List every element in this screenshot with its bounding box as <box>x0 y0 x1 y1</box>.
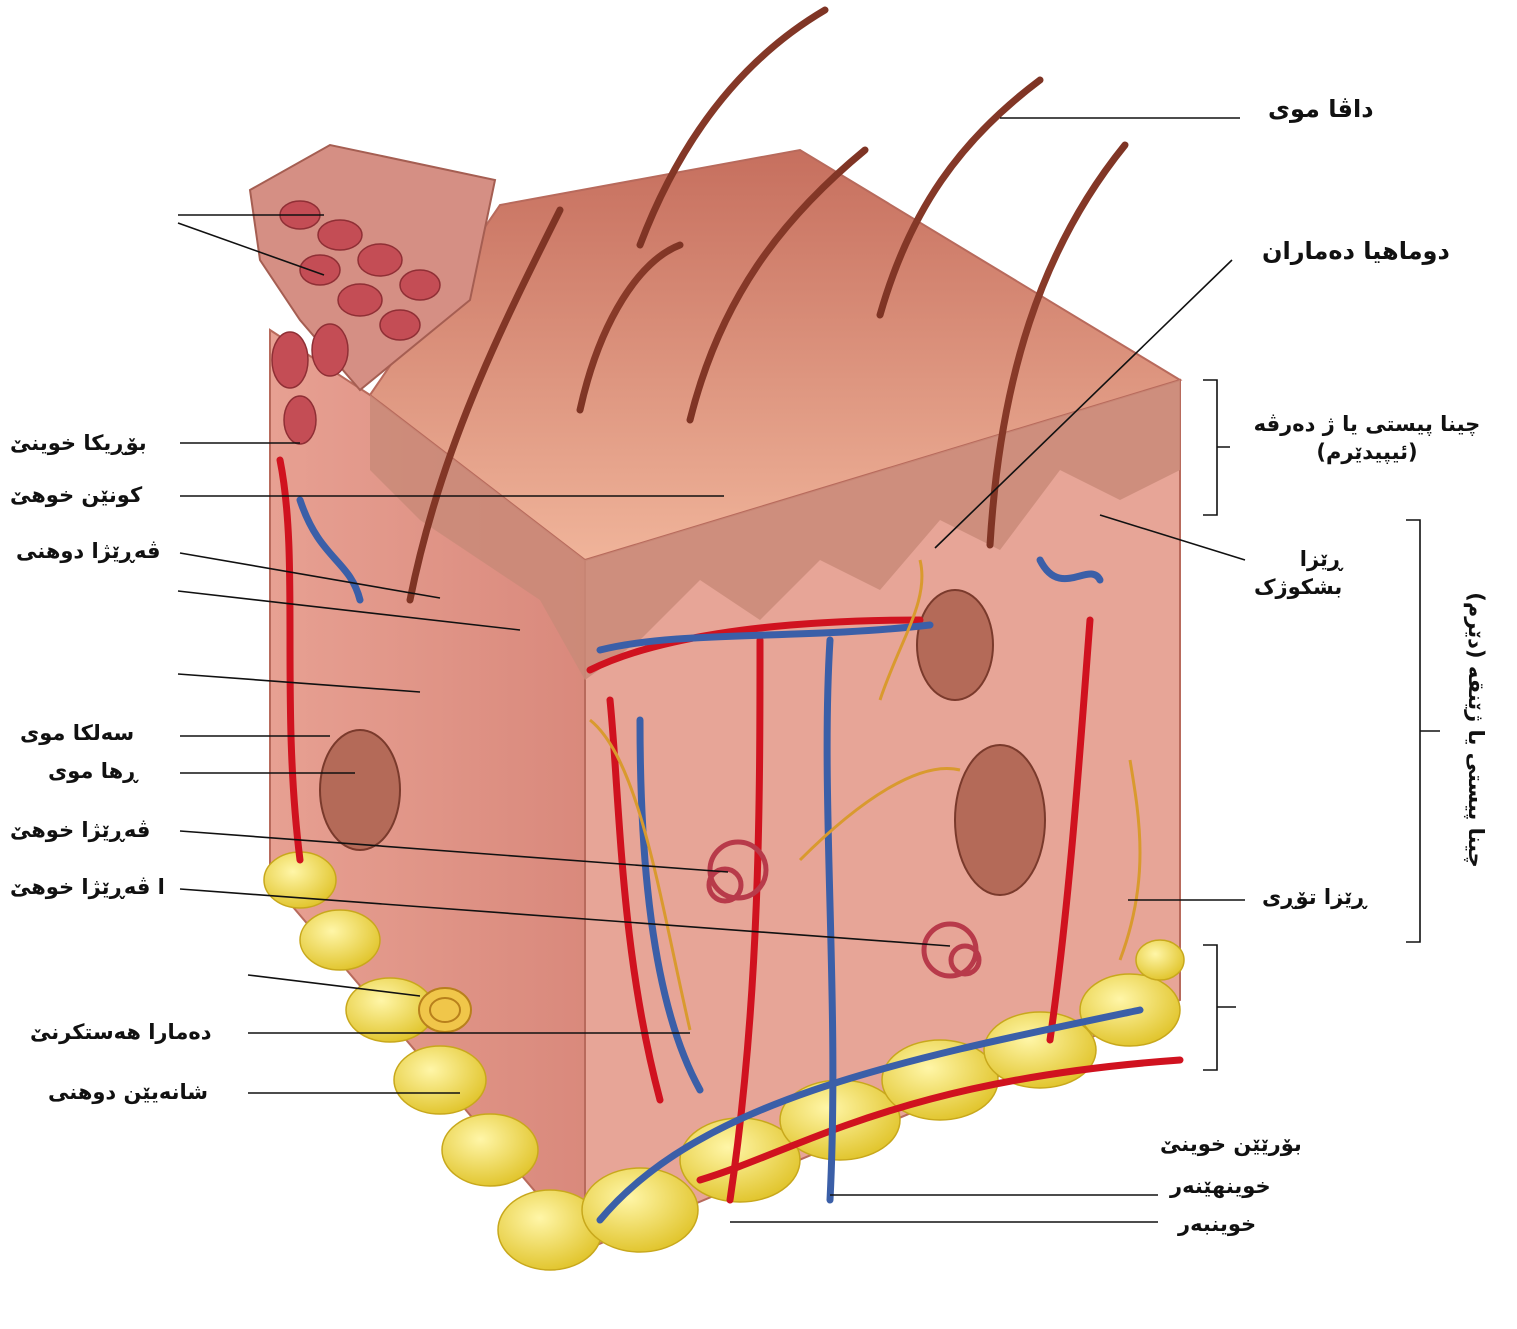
pacinian-corpuscle <box>419 988 471 1032</box>
label-epidermis: چینا پیستی یا ژ دەرڤە (ئیپیدێرم) <box>1236 410 1498 467</box>
label-vein: خوینهێنەر <box>1170 1172 1271 1200</box>
label-papillary-line2: بشکوژک <box>1254 573 1342 601</box>
label-hair-root: ڕها موی <box>48 757 137 785</box>
label-reticular-layer: ڕێزا تۆڕی <box>1262 883 1366 911</box>
label-papillary-layer: ڕێزا بشکوژک <box>1254 545 1342 602</box>
label-hair-follicle: سەلکا موی <box>20 719 134 747</box>
label-blood-vessels: بۆرێێن خوینێ <box>1160 1130 1302 1158</box>
label-epidermis-line1: چینا پیستی یا ژ دەرڤە <box>1236 410 1498 438</box>
skin-block <box>250 10 1184 1270</box>
label-sweat-pore: کونێن خوهێ <box>10 481 142 509</box>
label-nerve: دەمارا هەستکرنێ <box>30 1018 212 1046</box>
label-sweat-gland-2: ا ڤەڕێژا خوهێ <box>10 873 165 901</box>
label-dermis: چینا پیستی یا ژێنقە (دێرم) <box>1464 592 1488 868</box>
label-adipose-tissue: شانەیێن دوهنی <box>48 1078 208 1106</box>
label-nerve-endings: دوماهیا دەماران <box>1262 235 1450 267</box>
label-capillaries: بۆڕیکا خوینێ <box>10 429 147 457</box>
label-epidermis-line2: (ئیپیدێرم) <box>1236 438 1498 466</box>
label-hair-shaft: داڤا موی <box>1268 93 1374 125</box>
label-artery: خوینبەر <box>1178 1210 1256 1238</box>
label-sweat-gland: ڤەڕێژا خوهێ <box>10 816 150 844</box>
label-papillary-line1: ڕێزا <box>1254 545 1342 573</box>
label-sebaceous-gland: ڤەڕێژا دوهنی <box>16 537 160 565</box>
